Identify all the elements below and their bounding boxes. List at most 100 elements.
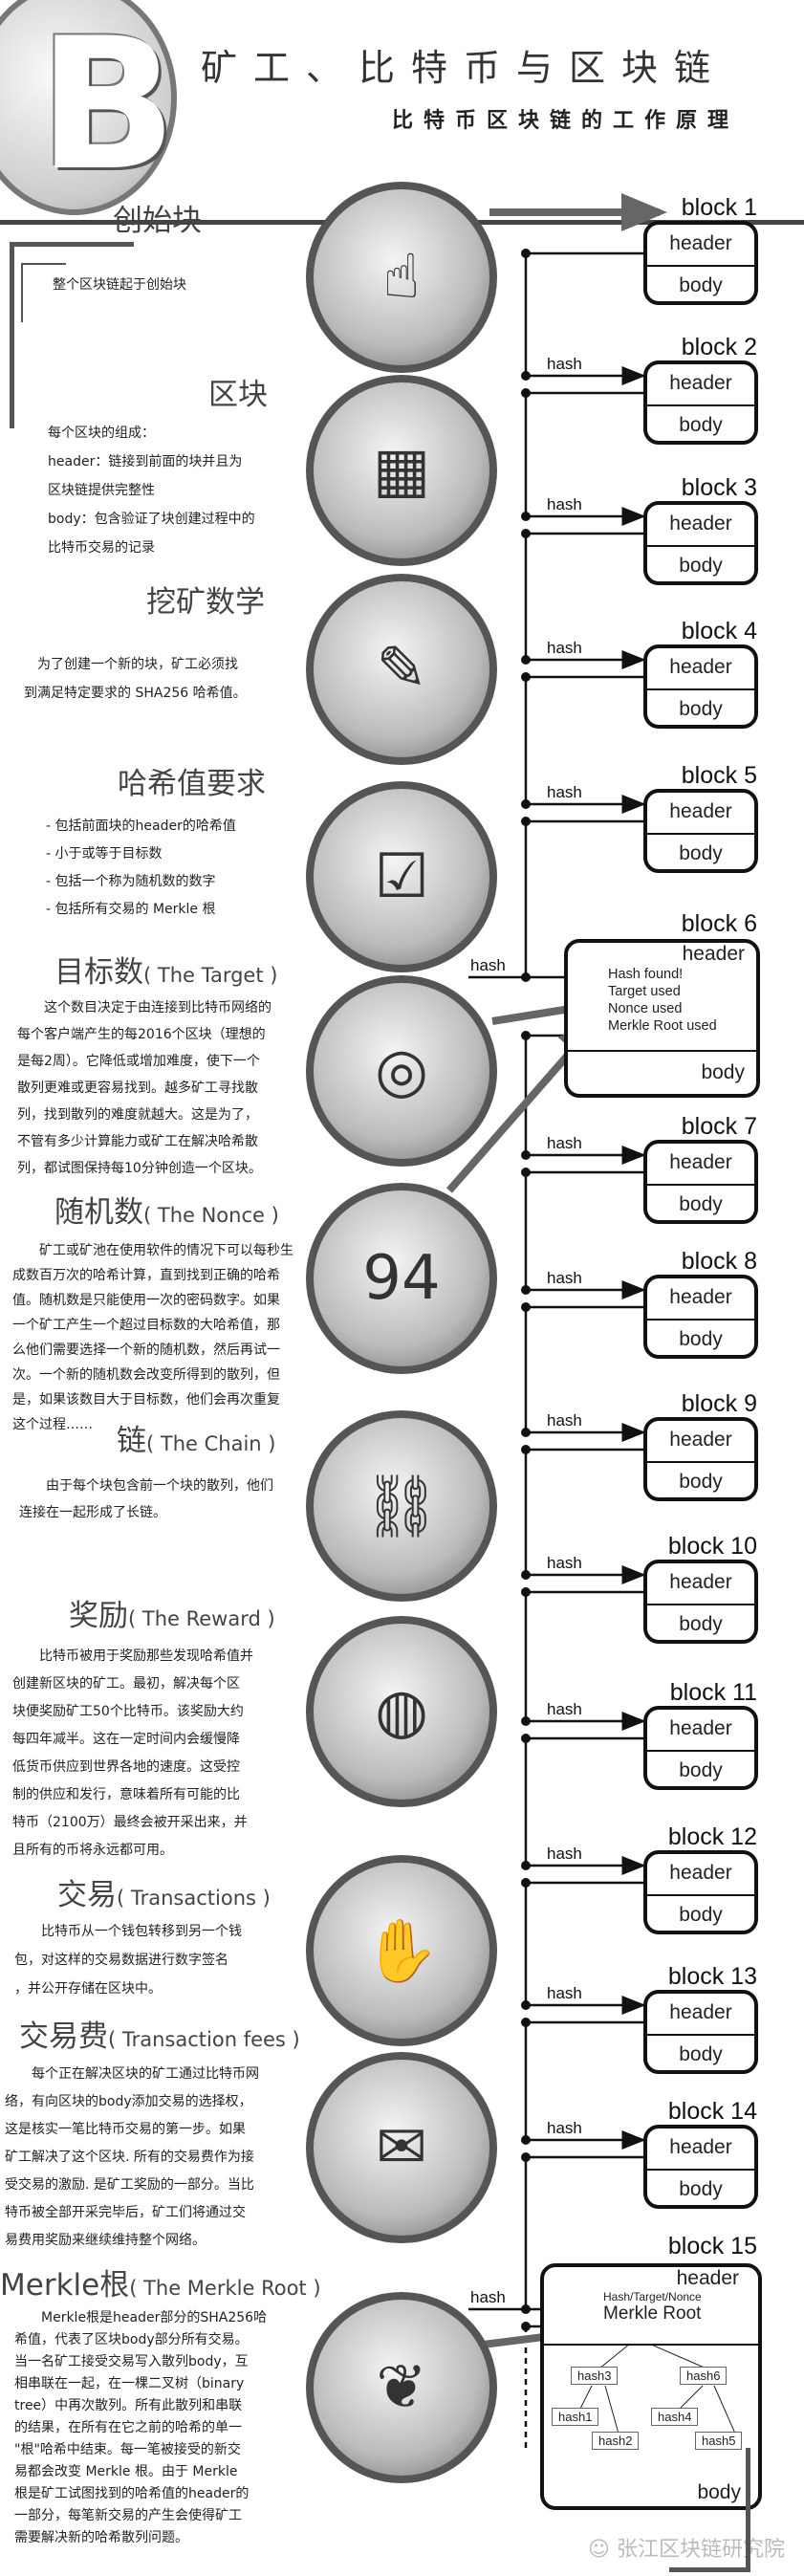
block-body: body xyxy=(679,414,723,436)
block-label: block 13 xyxy=(667,1963,757,1990)
hash-label: hash xyxy=(547,639,582,657)
section-text-target: 这个数目决定于由连接到比特币网络的每个客户端产生的每2016个区块（理想的是每2… xyxy=(17,994,272,1182)
text-line: 每个区块的组成： xyxy=(48,426,155,441)
section-heading-block: 区块 xyxy=(208,378,268,412)
section-heading-english: ( The Target ) xyxy=(143,964,278,987)
block-body: body xyxy=(679,698,723,720)
text-line: 络，有向区块的body添加交易的选择权， xyxy=(5,2094,252,2109)
block-detail: Target used xyxy=(608,984,681,999)
text-line: 这个数目决定于由连接到比特币网络的 xyxy=(17,1000,272,1015)
text-line: header：链接到前面的块并且为 xyxy=(48,454,243,469)
section-image-nonce: 94 xyxy=(306,1183,497,1374)
section-text-merkle: Merkle根是header部分的SHA256哈希值，代表了区块body部分所有… xyxy=(14,2307,267,2549)
block-label: block 12 xyxy=(667,1823,757,1850)
hands-icon: ☝ xyxy=(382,242,421,313)
block-body: body xyxy=(679,1613,723,1635)
hash-label: hash xyxy=(547,1134,582,1152)
text-line: 且所有的币将永远都可用。 xyxy=(12,1843,173,1858)
block-header: header xyxy=(647,225,754,267)
hash-label: hash xyxy=(547,1554,582,1572)
block-header: header xyxy=(647,1421,754,1463)
tree-edge xyxy=(652,2346,707,2369)
cubes-icon: ▦ xyxy=(372,435,431,506)
block-summary: Hash/Target/Nonce xyxy=(603,2290,702,2303)
numbers-icon: 94 xyxy=(362,1243,441,1314)
hash-label: hash xyxy=(470,956,506,974)
merkle-node-hash1: hash1 xyxy=(552,2408,599,2426)
text-line: 比特币从一个钱包转移到另一个钱 xyxy=(14,1924,242,1939)
text-line: 一个矿工产生一个超过目标数的大哈希值，那 xyxy=(12,1318,280,1333)
hash-label: hash xyxy=(547,2119,582,2137)
hash-label: hash xyxy=(547,1411,582,1430)
section-heading-text: 交易费 xyxy=(19,2019,108,2054)
text-line: 需要解决新的哈希散列问题。 xyxy=(14,2530,188,2545)
text-line: 散列更难或更容易找到。越多矿工寻找散 xyxy=(17,1081,258,1096)
block-label: block 10 xyxy=(667,1533,757,1560)
text-line: 每个正在解决区块的矿工通过比特币网 xyxy=(5,2066,259,2082)
tree-edge xyxy=(713,2385,736,2434)
block-header: header xyxy=(647,1144,754,1186)
text-line: 比特币被用于奖励那些发现哈希值并 xyxy=(12,1648,253,1664)
block-header: header xyxy=(647,1994,754,2036)
tree-edge xyxy=(679,2385,704,2410)
block-label: block 8 xyxy=(681,1248,757,1275)
hash-label: hash xyxy=(547,1269,582,1287)
block-header: header xyxy=(647,505,754,547)
text-line: 的结果，在所有在它之前的哈希的单一 xyxy=(14,2420,242,2435)
text-line: 值。随机数是只能使用一次的密码数字。如果 xyxy=(12,1293,280,1308)
block-label: block 14 xyxy=(667,2098,757,2125)
thinker-icon: ✎ xyxy=(376,634,427,705)
text-line: - 包括前面块的header的哈希值 xyxy=(46,819,236,834)
block-detail: Hash found! xyxy=(608,967,684,982)
text-line: 列，都试图保持每10分钟创造一个区块。 xyxy=(17,1161,262,1176)
text-line: 当一名矿工接受交易写入散列body，互 xyxy=(14,2354,249,2369)
block-header: header xyxy=(647,1854,754,1896)
block-header: header xyxy=(647,2128,754,2171)
tree-edge xyxy=(604,2385,619,2434)
block-body-label: body xyxy=(697,2481,741,2503)
section-heading-text: 挖矿数学 xyxy=(146,585,265,620)
text-line: 制的供应和发行，意味着所有可能的比 xyxy=(12,1787,240,1802)
text-line: 包，对这样的交易数据进行数字签名 xyxy=(14,1953,228,1968)
text-line: 块便奖励矿工50个比特币。该奖励大约 xyxy=(12,1704,244,1719)
section-heading-english: ( The Nonce ) xyxy=(143,1204,279,1227)
block-label: block 3 xyxy=(681,474,757,501)
block-label: block 11 xyxy=(669,1679,757,1706)
section-heading-english: ( The Chain ) xyxy=(146,1432,276,1455)
section-heading-target: 目标数( The Target ) xyxy=(54,955,277,993)
section-heading-mining-math: 挖矿数学 xyxy=(146,585,265,620)
block-header-label: header xyxy=(682,943,745,965)
block-label: block 15 xyxy=(667,2233,757,2259)
section-image-reward: ◍ xyxy=(306,1616,497,1807)
text-line: 根是矿工试图找到的哈希值的header的 xyxy=(14,2486,250,2501)
text-line: 是每2周）。它降低或增加难度，使下一个 xyxy=(17,1054,260,1069)
text-line: 列，找到散列的难度就越大。这是为了， xyxy=(17,1107,258,1123)
merkle-node-hash2: hash2 xyxy=(592,2432,640,2450)
text-line: 成数百万次的哈希计算，直到找到正确的哈希 xyxy=(12,1268,280,1283)
block-body: body xyxy=(679,2178,723,2200)
hash-label: hash xyxy=(547,355,582,373)
checkbox-pen-icon: ☑ xyxy=(374,841,429,912)
text-line: 区块链提供完整性 xyxy=(48,483,155,498)
coins-icon: ◍ xyxy=(375,1676,428,1747)
text-line: 受交易的激励. 是矿工奖励的一部分。当比 xyxy=(5,2177,254,2193)
block-box[interactable]: header body xyxy=(643,2125,758,2209)
bitcoin-symbol-icon: B xyxy=(38,0,177,210)
bitcoin-logo xyxy=(0,0,177,215)
block-header: header xyxy=(647,1278,754,1321)
